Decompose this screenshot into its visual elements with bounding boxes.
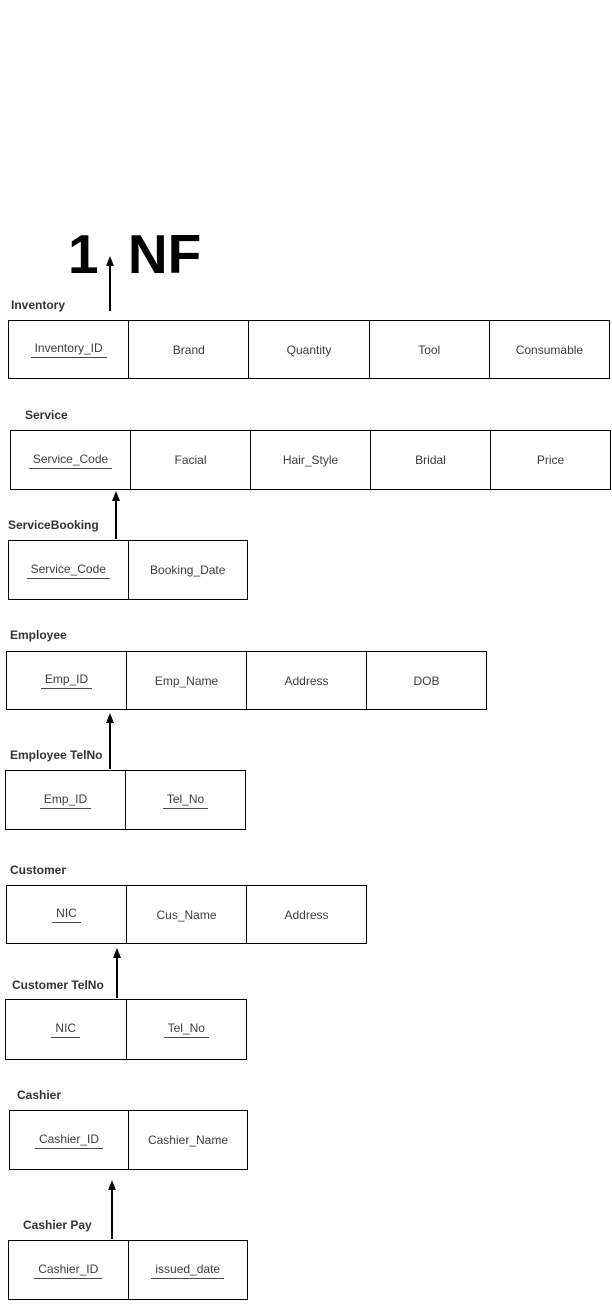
column-label: Emp_ID <box>39 792 92 809</box>
arrow-shaft <box>115 501 117 539</box>
column-label: Address <box>284 907 329 922</box>
cell-cus-name: Cus_Name <box>126 886 246 943</box>
column-label: Cashier_ID <box>34 1262 103 1279</box>
arrow-servicebooking-to-service <box>111 491 121 539</box>
cell-booking-date: Booking_Date <box>127 541 248 599</box>
column-label: DOB <box>413 673 440 688</box>
cell-address: Address <box>246 652 366 709</box>
cell-brand: Brand <box>128 321 248 378</box>
column-label: Emp_ID <box>40 672 93 689</box>
cell-facial: Facial <box>130 431 250 489</box>
column-label: Tel_No <box>163 1021 209 1038</box>
cell-inventory-id: Inventory_ID <box>9 321 128 378</box>
diagram-title: 1 NF <box>68 223 202 285</box>
table-label-employee: Employee <box>10 628 67 642</box>
table-customer-telno: NIC Tel_No <box>5 999 247 1060</box>
table-label-cashier-pay: Cashier Pay <box>23 1218 92 1232</box>
column-label: Cashier_ID <box>34 1132 104 1149</box>
cell-emp-name: Emp_Name <box>126 652 246 709</box>
column-label: Bridal <box>415 453 446 467</box>
column-label: Quantity <box>286 342 332 357</box>
table-label-servicebooking: ServiceBooking <box>8 518 99 532</box>
column-label: Address <box>284 673 329 688</box>
column-label: Facial <box>174 453 207 467</box>
column-label: Cus_Name <box>156 907 217 922</box>
cell-nic: NIC <box>7 886 126 943</box>
cell-bridal: Bridal <box>370 431 490 489</box>
column-label: Emp_Name <box>154 673 219 688</box>
table-employee-telno: Emp_ID Tel_No <box>5 770 246 830</box>
arrow-inventory-to-title <box>105 256 115 311</box>
arrow-cashierpay-to-cashier <box>107 1180 117 1239</box>
arrow-shaft <box>116 958 118 998</box>
cell-emp-id: Emp_ID <box>7 652 126 709</box>
arrowhead-up-icon <box>106 713 114 723</box>
table-customer: NIC Cus_Name Address <box>6 885 367 944</box>
table-label-employee-telno: Employee TelNo <box>10 748 103 762</box>
column-label: issued_date <box>151 1262 225 1279</box>
arrow-customertelno-to-customer <box>112 948 122 998</box>
arrow-shaft <box>111 1190 113 1239</box>
cell-dob: DOB <box>366 652 486 709</box>
column-label: Inventory_ID <box>30 341 107 358</box>
cell-issued-date: issued_date <box>127 1241 248 1299</box>
column-label: Tool <box>418 342 441 357</box>
cell-address: Address <box>246 886 366 943</box>
cell-price: Price <box>490 431 610 489</box>
table-employee: Emp_ID Emp_Name Address DOB <box>6 651 487 710</box>
arrowhead-up-icon <box>113 948 121 958</box>
table-cashier-pay: Cashier_ID issued_date <box>8 1240 248 1300</box>
cell-service-code: Service_Code <box>11 431 130 489</box>
table-label-cashier: Cashier <box>17 1088 62 1102</box>
cell-hair-style: Hair_Style <box>250 431 370 489</box>
table-label-service: Service <box>25 408 68 422</box>
cell-tel-no: Tel_No <box>125 1000 247 1059</box>
arrow-employeetelno-to-employee <box>105 713 115 769</box>
column-label: Booking_Date <box>150 563 226 577</box>
arrow-shaft <box>109 266 111 311</box>
column-label: Price <box>536 453 565 467</box>
column-label: Cashier_Name <box>147 1133 229 1147</box>
cell-tel-no: Tel_No <box>125 771 245 829</box>
column-label: Hair_Style <box>282 453 339 467</box>
column-label: Service_Code <box>28 452 113 469</box>
column-label: Consumable <box>515 342 584 357</box>
arrowhead-up-icon <box>108 1180 116 1190</box>
table-service: Service_Code Facial Hair_Style Bridal Pr… <box>10 430 611 490</box>
cell-emp-id: Emp_ID <box>6 771 125 829</box>
arrow-shaft <box>109 723 111 769</box>
cell-service-code: Service_Code <box>9 541 128 599</box>
cell-cashier-id: Cashier_ID <box>9 1241 128 1299</box>
column-label: Service_Code <box>26 562 110 579</box>
table-inventory: Inventory_ID Brand Quantity Tool Consuma… <box>8 320 610 379</box>
cell-nic: NIC <box>6 1000 126 1059</box>
cell-quantity: Quantity <box>248 321 368 378</box>
cell-cashier-name: Cashier_Name <box>128 1111 247 1169</box>
arrowhead-up-icon <box>106 256 114 266</box>
cell-consumable: Consumable <box>488 321 609 378</box>
table-label-customer-telno: Customer TelNo <box>12 978 104 992</box>
cell-cashier-id: Cashier_ID <box>10 1111 128 1169</box>
column-label: NIC <box>51 1021 81 1038</box>
table-cashier: Cashier_ID Cashier_Name <box>9 1110 248 1170</box>
cell-tool: Tool <box>368 321 489 378</box>
table-servicebooking: Service_Code Booking_Date <box>8 540 248 600</box>
table-label-inventory: Inventory <box>11 298 66 312</box>
column-label: NIC <box>52 906 81 923</box>
column-label: Tel_No <box>162 792 209 809</box>
table-label-customer: Customer <box>10 863 67 877</box>
arrowhead-up-icon <box>112 491 120 501</box>
column-label: Brand <box>172 342 205 357</box>
